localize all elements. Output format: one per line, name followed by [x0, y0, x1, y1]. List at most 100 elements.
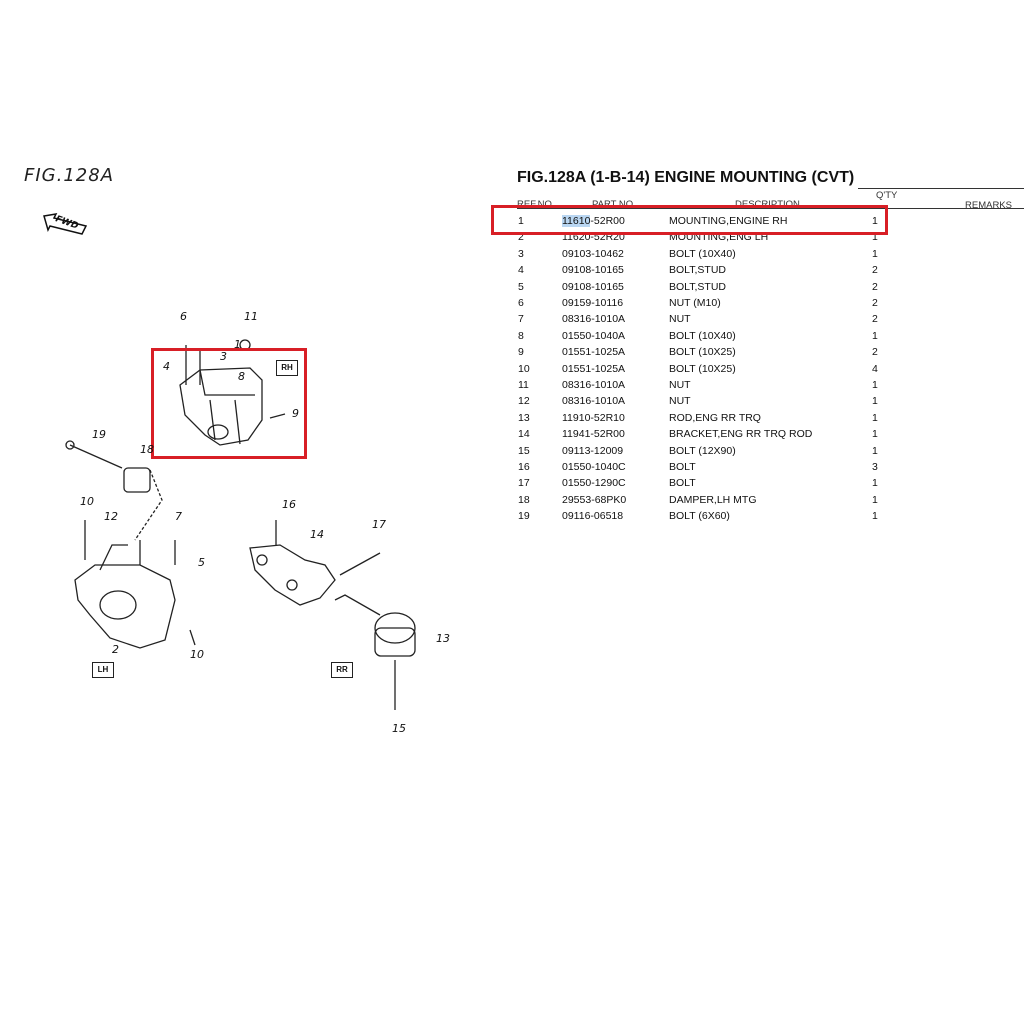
part-no: 01550-1040C — [562, 461, 626, 473]
quantity: 1 — [872, 477, 878, 490]
row-1-highlight-box — [491, 205, 888, 235]
ref-no: 15 — [518, 444, 530, 457]
quantity: 1 — [872, 395, 878, 408]
callout-18: 18 — [140, 443, 154, 456]
part-no-text: 01551-1025A — [562, 346, 626, 359]
callout-4: 4 — [163, 360, 170, 373]
callout-13: 13 — [436, 632, 450, 645]
ref-no: 16 — [518, 461, 530, 473]
col-header-remarks: REMARKS — [965, 200, 1012, 211]
ref-no: 4 — [518, 264, 524, 277]
quantity: 1 — [872, 247, 878, 260]
ref-no: 12 — [518, 395, 530, 408]
quantity: 1 — [872, 329, 878, 342]
table-row: 6 09159-10116 NUT (M10) 2 — [0, 297, 1024, 313]
part-no-text: 08316-1010A — [562, 379, 626, 391]
rh-mount-highlight-box — [151, 348, 307, 459]
ref-no: 13 — [518, 411, 530, 424]
callout-3: 3 — [220, 350, 227, 363]
description: MOUNTING,ENGINE RH — [669, 215, 788, 227]
table-row: 4 09108-10165 BOLT,STUD 2 — [0, 264, 1024, 280]
description: BOLT (10X40) — [669, 329, 736, 342]
quantity: 1 — [872, 428, 878, 441]
part-no: 11910-52R10 — [562, 412, 625, 424]
callout-10a: 10 — [80, 495, 94, 508]
fwd-arrow-icon — [43, 213, 88, 235]
quantity: 1 — [872, 231, 878, 244]
description: NUT — [669, 395, 691, 408]
part-no-text: 11910-52R10 — [562, 411, 625, 424]
part-no: 01551-1025A — [562, 346, 625, 358]
part-no: 08316-1010A — [562, 313, 625, 325]
description: ROD,ENG RR TRQ — [669, 411, 761, 424]
header-rule — [517, 208, 1024, 209]
ref-no: 1 — [518, 215, 524, 227]
ref-no: 6 — [518, 297, 524, 309]
ref-no: 8 — [518, 329, 524, 342]
figure-label: FIG.128A — [24, 165, 115, 186]
description: BOLT (10X40) — [669, 247, 736, 260]
callout-7: 7 — [175, 510, 182, 523]
description: BOLT,STUD — [669, 280, 726, 293]
quantity: 2 — [872, 264, 878, 277]
callout-6: 6 — [180, 310, 187, 323]
ref-no: 3 — [518, 247, 524, 260]
callout-2: 2 — [112, 643, 119, 656]
callout-11: 11 — [244, 310, 258, 323]
quantity: 2 — [872, 280, 878, 293]
description: BOLT — [669, 461, 696, 473]
quantity: 4 — [872, 362, 878, 375]
part-no: 29553-68PK0 — [562, 494, 626, 506]
description: BOLT (12X90) — [669, 444, 736, 457]
quantity: 3 — [872, 461, 878, 473]
lh-tag: LH — [92, 662, 114, 678]
engine-mount-diagram — [65, 339, 416, 710]
callout-17: 17 — [372, 518, 386, 531]
table-row: 15 09113-12009 BOLT (12X90) 1 — [0, 445, 1024, 461]
description: BOLT,STUD — [669, 264, 726, 277]
part-no: 09113-12009 — [562, 445, 623, 457]
callout-9: 9 — [292, 407, 299, 420]
quantity: 1 — [872, 493, 878, 506]
description: NUT — [669, 313, 691, 326]
description: NUT (M10) — [669, 297, 721, 309]
ref-no: 9 — [518, 346, 524, 359]
callout-16: 16 — [282, 498, 296, 511]
ref-no: 18 — [518, 493, 530, 506]
quantity: 2 — [872, 297, 878, 309]
part-no: 09108-10165 — [562, 264, 624, 276]
part-no-text: 29553-68PK0 — [562, 493, 627, 506]
part-no-text: 09116-06518 — [562, 510, 624, 523]
part-no-text: 08316-1010A — [562, 395, 626, 408]
ref-no: 11 — [518, 379, 529, 391]
ref-no: 2 — [518, 231, 524, 244]
header-top-rule — [858, 188, 1024, 189]
quantity: 1 — [872, 379, 878, 391]
col-header-part: PART NO. — [592, 199, 636, 210]
col-header-desc: DESCRIPTION — [735, 199, 800, 210]
part-no-text: 09113-12009 — [562, 444, 624, 457]
quantity: 1 — [872, 444, 878, 457]
rr-tag: RR — [331, 662, 353, 678]
part-no: 08316-1010A — [562, 395, 625, 407]
quantity: 1 — [872, 510, 878, 523]
description: BOLT — [669, 477, 696, 490]
part-no: 11610-52R00 — [562, 215, 625, 227]
ref-no: 5 — [518, 280, 524, 293]
part-no: 09116-06518 — [562, 510, 623, 522]
ref-no: 7 — [518, 313, 524, 326]
part-no-text: 08316-1010A — [562, 313, 626, 326]
part-no: 09159-10116 — [562, 297, 623, 309]
col-header-ref: REF.NO. — [517, 199, 555, 210]
description: BOLT (6X60) — [669, 510, 730, 523]
part-no-text: 09159-10116 — [562, 297, 624, 309]
